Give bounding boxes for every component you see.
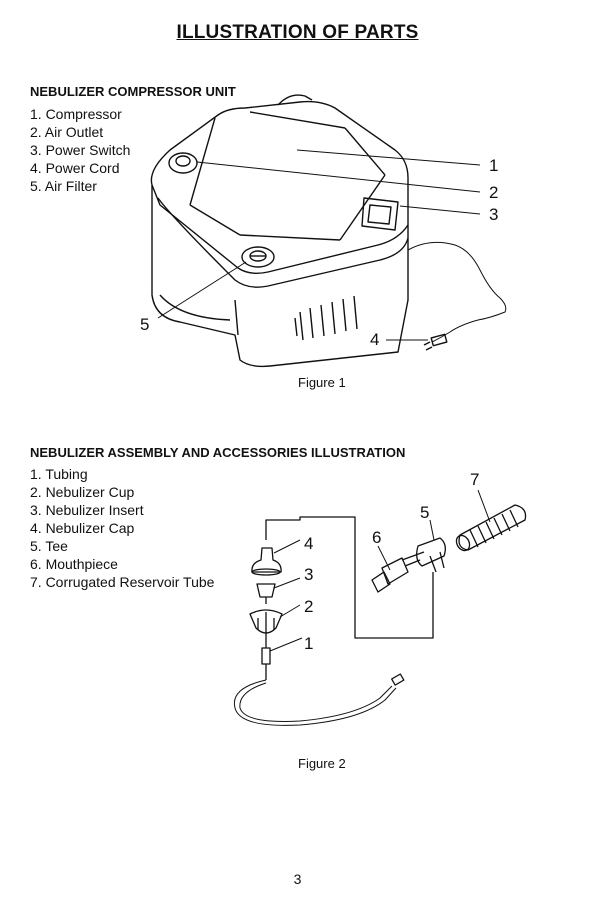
- callout-7: 7: [470, 470, 479, 489]
- page-title: ILLUSTRATION OF PARTS: [176, 22, 419, 43]
- callout-5: 5: [140, 315, 149, 334]
- list-item: 2. Nebulizer Cup: [30, 484, 135, 500]
- list-item: 7. Corrugated Reservoir Tube: [30, 574, 215, 590]
- callout-3: 3: [489, 205, 498, 224]
- list-item: 2. Air Outlet: [30, 124, 104, 140]
- callout-1: 1: [489, 156, 498, 175]
- list-item: 3. Nebulizer Insert: [30, 502, 144, 518]
- list-item: 4. Nebulizer Cap: [30, 520, 135, 536]
- list-item: 6. Mouthpiece: [30, 556, 118, 572]
- list-item: 5. Air Filter: [30, 178, 97, 194]
- callout-1: 1: [304, 634, 313, 653]
- callout-6: 6: [372, 528, 381, 547]
- compressor-parts-list: 1. Compressor 2. Air Outlet 3. Power Swi…: [30, 105, 130, 195]
- list-item: 1. Compressor: [30, 106, 122, 122]
- assembly-illustration: 1 2 3 4 5 6 7: [233, 470, 527, 726]
- callout-5: 5: [420, 503, 429, 522]
- callout-3: 3: [304, 565, 313, 584]
- section-heading-assembly: NEBULIZER ASSEMBLY AND ACCESSORIES ILLUS…: [30, 445, 406, 460]
- callout-2: 2: [489, 183, 498, 202]
- figure-2-caption: Figure 2: [298, 756, 346, 771]
- list-item: 4. Power Cord: [30, 160, 120, 176]
- assembly-parts-list: 1. Tubing 2. Nebulizer Cup 3. Nebulizer …: [30, 465, 214, 591]
- section-heading-compressor: NEBULIZER COMPRESSOR UNIT: [30, 84, 236, 99]
- callout-2: 2: [304, 597, 313, 616]
- figure-1-caption: Figure 1: [298, 375, 346, 390]
- page-number: 3: [293, 871, 302, 887]
- callout-4: 4: [370, 330, 379, 349]
- list-item: 5. Tee: [30, 538, 68, 554]
- compressor-illustration: 1 2 3 4 5: [140, 94, 507, 368]
- list-item: 1. Tubing: [30, 466, 88, 482]
- callout-4: 4: [304, 534, 313, 553]
- list-item: 3. Power Switch: [30, 142, 131, 158]
